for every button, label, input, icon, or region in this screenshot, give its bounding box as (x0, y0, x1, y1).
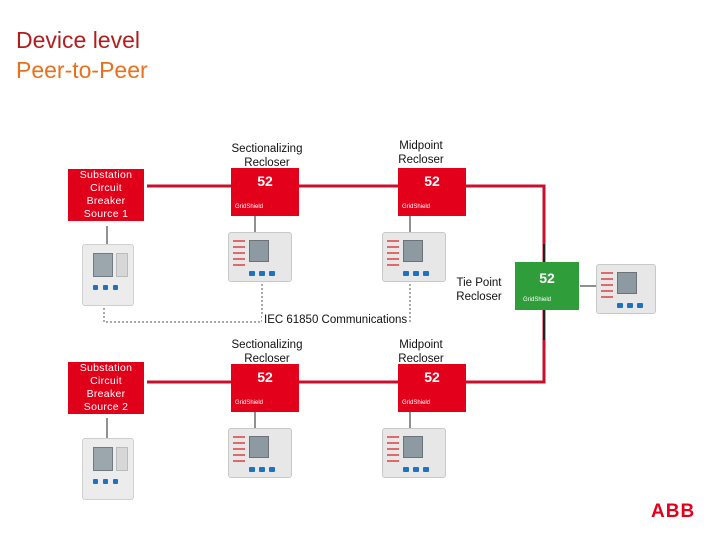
midpoint-recloser-label-upper: Midpoint Recloser (398, 140, 444, 166)
recloser-box-tie-point: 52 GridShield (515, 262, 579, 310)
recloser-controller-sectionalizing-upper (228, 232, 292, 282)
iec61850-communications-label: IEC 61850 Communications (262, 314, 410, 326)
recloser-box-sectionalizing-lower: 52 GridShield (231, 364, 299, 412)
title-line-2: Peer-to-Peer (16, 57, 148, 83)
tie-point-recloser-label: Tie Point Recloser (456, 277, 502, 303)
title-line-1: Device level (16, 27, 140, 53)
substation-breaker-source-2: Substation Circuit Breaker Source 2 (68, 362, 144, 414)
sectionalizing-recloser-label-lower: Sectionalizing Recloser (231, 339, 303, 365)
recloser-controller-midpoint-upper (382, 232, 446, 282)
substation-breaker-source-1: Substation Circuit Breaker Source 1 (68, 169, 144, 221)
recloser-box-midpoint-lower: 52 GridShield (398, 364, 466, 412)
midpoint-recloser-label-lower: Midpoint Recloser (398, 339, 444, 365)
recloser-controller-tie-point (596, 264, 656, 314)
abb-logo: ABB (651, 501, 696, 522)
substation-relay-device-2 (82, 438, 134, 500)
recloser-controller-midpoint-lower (382, 428, 446, 478)
recloser-box-sectionalizing-upper: 52 GridShield (231, 168, 299, 216)
substation-relay-device-1 (82, 244, 134, 306)
recloser-box-midpoint-upper: 52 GridShield (398, 168, 466, 216)
sectionalizing-recloser-label-upper: Sectionalizing Recloser (231, 143, 303, 169)
iec61850-comm-path (103, 265, 411, 323)
recloser-controller-sectionalizing-lower (228, 428, 292, 478)
